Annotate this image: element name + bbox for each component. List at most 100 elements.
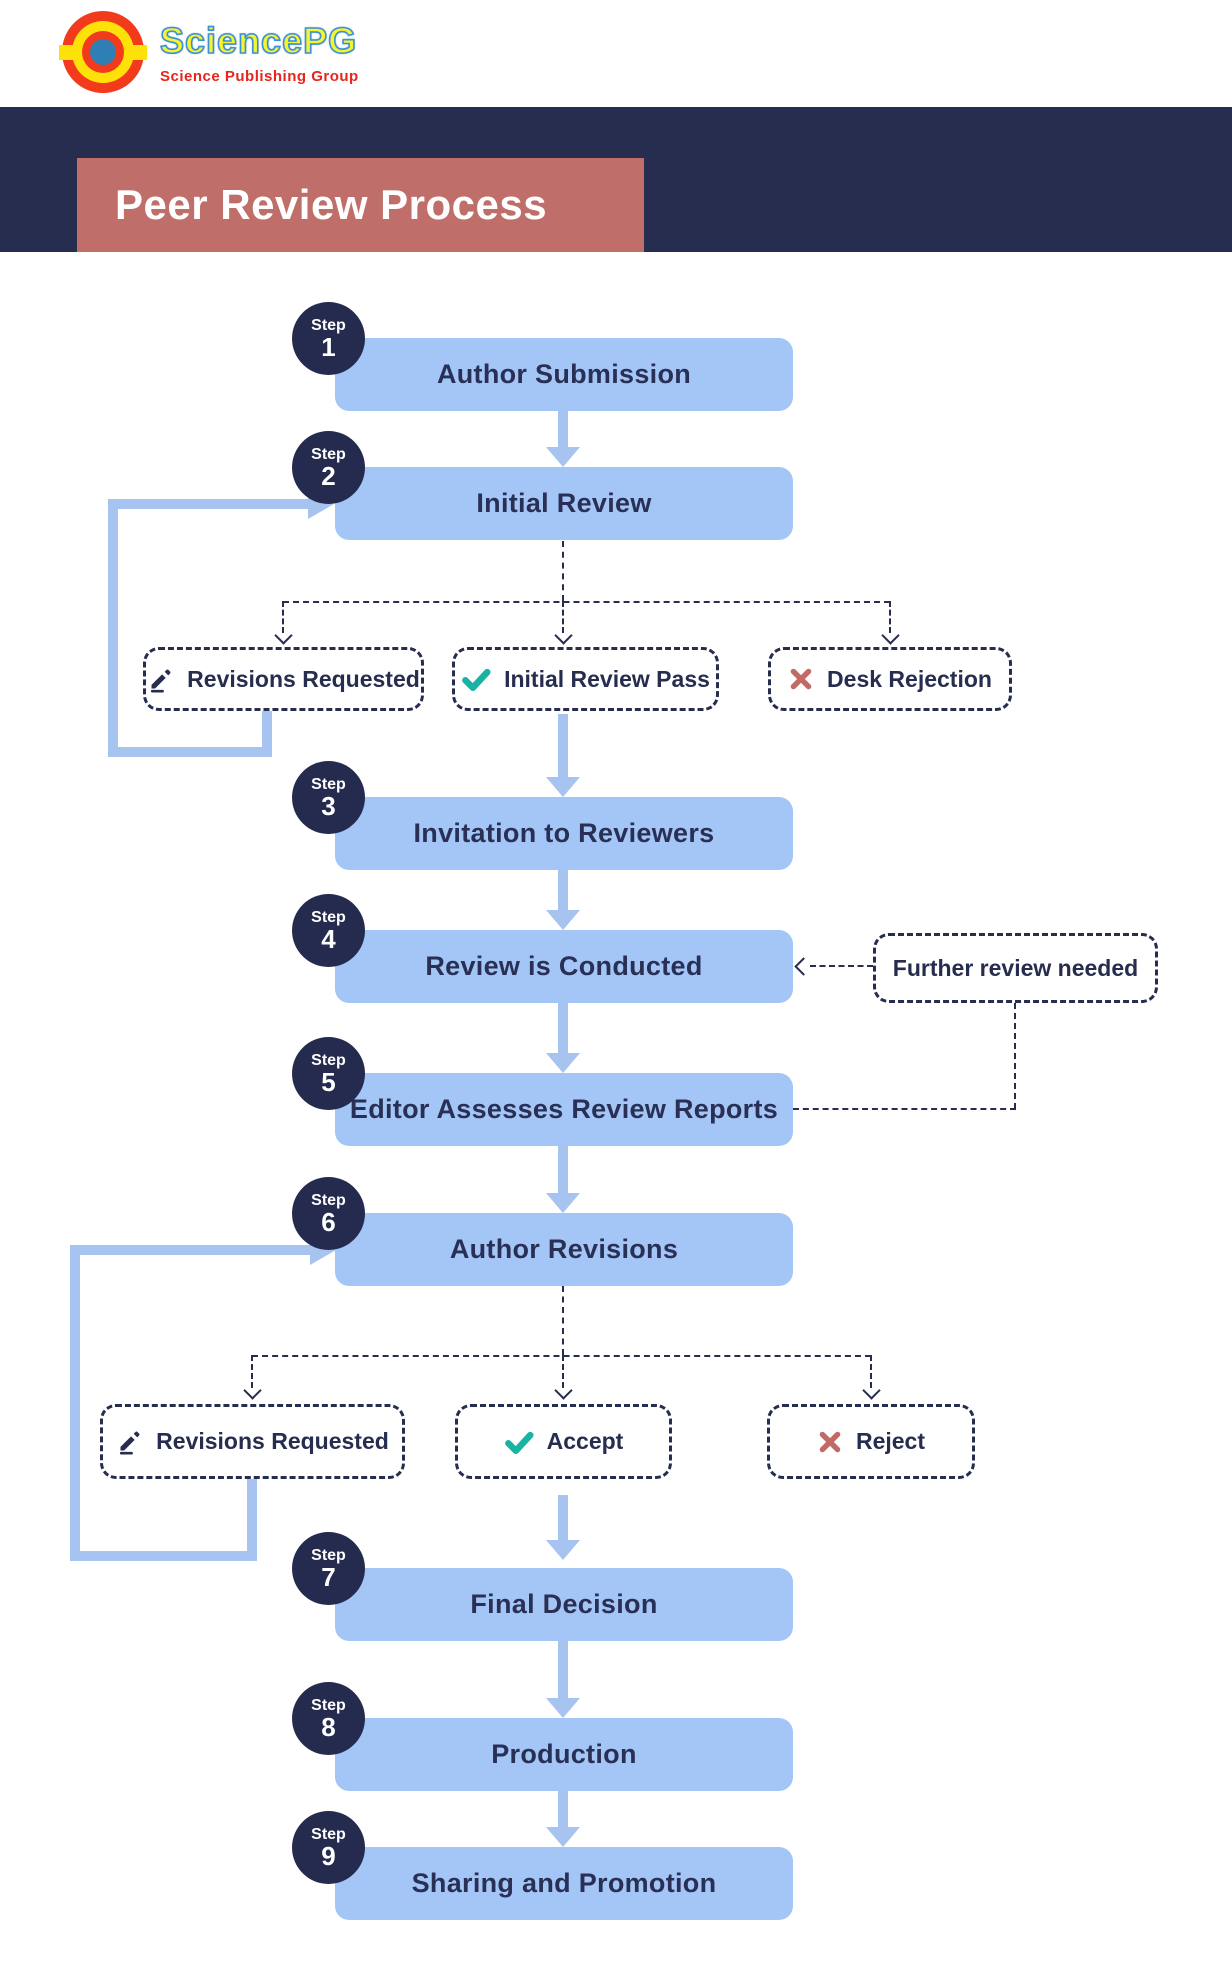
step-box-author-revisions: Author Revisions bbox=[335, 1213, 793, 1286]
loop-line-1 bbox=[262, 711, 272, 757]
step-box-sharing-and-promotion: Sharing and Promotion bbox=[335, 1847, 793, 1920]
dashed-arrowhead-down-icon bbox=[554, 626, 573, 645]
dashed-connector bbox=[1014, 1003, 1016, 1109]
pen-icon bbox=[147, 666, 174, 693]
step-label: Editor Assesses Review Reports bbox=[349, 1094, 779, 1124]
flow-arrow bbox=[558, 411, 568, 449]
badge-word: Step bbox=[311, 446, 346, 463]
logo-blue-center bbox=[90, 39, 116, 65]
badge-word: Step bbox=[311, 1826, 346, 1843]
branch-box-desk-rejection: Desk Rejection bbox=[768, 647, 1012, 711]
branch-label: Initial Review Pass bbox=[504, 665, 710, 692]
title-banner: Peer Review Process bbox=[77, 158, 644, 252]
flow-arrowhead-down-icon bbox=[546, 447, 580, 467]
branch-label: Desk Rejection bbox=[827, 665, 992, 692]
step-label: Initial Review bbox=[476, 488, 652, 518]
loop-line-1 bbox=[108, 499, 308, 509]
check-icon bbox=[504, 1427, 534, 1457]
branch-box-revisions-requested-2: Revisions Requested bbox=[100, 1404, 405, 1479]
branch-label: Reject bbox=[855, 1428, 926, 1454]
x-icon bbox=[788, 666, 814, 692]
dashed-arrowhead-down-icon bbox=[862, 1381, 881, 1400]
flow-arrow bbox=[558, 1791, 568, 1829]
brand-name: SciencePG bbox=[159, 19, 358, 62]
step-label: Review is Conducted bbox=[425, 951, 703, 981]
dashed-connector bbox=[562, 601, 564, 633]
step-label: Author Revisions bbox=[449, 1234, 679, 1264]
step-label: Production bbox=[491, 1739, 637, 1769]
step-box-invitation-to-reviewers: Invitation to Reviewers bbox=[335, 797, 793, 870]
dashed-connector bbox=[562, 1286, 564, 1355]
dashed-connector bbox=[810, 965, 873, 967]
badge-number: 2 bbox=[321, 461, 336, 491]
branch-box-reject: Reject bbox=[767, 1404, 975, 1479]
check-icon bbox=[461, 664, 491, 694]
loop-line-2 bbox=[70, 1245, 310, 1255]
badge-number: 4 bbox=[321, 924, 336, 954]
loop-line-1 bbox=[108, 499, 118, 757]
dashed-arrowhead-down-icon bbox=[554, 1381, 573, 1400]
branch-label: Accept bbox=[546, 1428, 624, 1454]
badge-number: 5 bbox=[321, 1067, 336, 1097]
step-label: Sharing and Promotion bbox=[411, 1868, 717, 1898]
badge-number: 1 bbox=[321, 332, 336, 362]
pen-icon bbox=[116, 1428, 143, 1455]
loop-line-2 bbox=[70, 1551, 257, 1561]
sciencepg-logo-icon bbox=[59, 11, 147, 93]
badge-word: Step bbox=[311, 909, 346, 926]
dashed-arrowhead-down-icon bbox=[274, 626, 293, 645]
sciencepg-logo: SciencePG Science Publishing Group bbox=[59, 11, 359, 93]
badge-word: Step bbox=[311, 1052, 346, 1069]
flow-arrow bbox=[558, 1495, 568, 1542]
step-label: Author Submission bbox=[436, 359, 692, 389]
flow-arrowhead-down-icon bbox=[546, 910, 580, 930]
dashed-connector bbox=[793, 1108, 1016, 1110]
side-note-further-review: Further review needed bbox=[873, 933, 1158, 1003]
side-note-label: Further review needed bbox=[892, 954, 1139, 981]
badge-word: Step bbox=[311, 317, 346, 334]
flow-arrowhead-down-icon bbox=[546, 777, 580, 797]
badge-number: 6 bbox=[321, 1207, 336, 1237]
loop-line-1 bbox=[108, 747, 272, 757]
flow-arrowhead-down-icon bbox=[546, 1827, 580, 1847]
flow-arrow bbox=[558, 1641, 568, 1700]
header-bar: SciencePG Science Publishing Group bbox=[0, 0, 1232, 107]
flow-arrowhead-down-icon bbox=[546, 1698, 580, 1718]
dashed-arrowhead-down-icon bbox=[243, 1381, 262, 1400]
branch-box-revisions-requested-1: Revisions Requested bbox=[143, 647, 424, 711]
step-label: Invitation to Reviewers bbox=[413, 818, 715, 848]
flow-arrowhead-down-icon bbox=[546, 1193, 580, 1213]
branch-label: Revisions Requested bbox=[156, 1428, 389, 1454]
flow-arrow bbox=[558, 870, 568, 912]
step-box-editor-assesses-review-reports: Editor Assesses Review Reports bbox=[335, 1073, 793, 1146]
flow-arrow bbox=[558, 1146, 568, 1195]
step-box-production: Production bbox=[335, 1718, 793, 1791]
loop-line-2 bbox=[70, 1245, 80, 1561]
dashed-connector bbox=[251, 1355, 253, 1388]
dashed-arrowhead-down-icon bbox=[881, 626, 900, 645]
step-label: Final Decision bbox=[470, 1589, 658, 1619]
badge-number: 8 bbox=[321, 1712, 336, 1742]
badge-number: 7 bbox=[321, 1562, 336, 1592]
title-band: Peer Review Process bbox=[0, 107, 1232, 252]
x-icon bbox=[817, 1429, 843, 1455]
dashed-connector bbox=[562, 1355, 564, 1388]
branch-box-initial-review-pass: Initial Review Pass bbox=[452, 647, 719, 711]
step-box-author-submission: Author Submission bbox=[335, 338, 793, 411]
logo-text: SciencePG Science Publishing Group bbox=[159, 19, 359, 85]
dashed-arrowhead-left-icon bbox=[794, 957, 813, 976]
flow-arrow bbox=[558, 1003, 568, 1055]
page-title: Peer Review Process bbox=[115, 181, 548, 228]
flow-arrow bbox=[558, 714, 568, 779]
branch-box-accept: Accept bbox=[455, 1404, 672, 1479]
step-box-initial-review: Initial Review bbox=[335, 467, 793, 540]
